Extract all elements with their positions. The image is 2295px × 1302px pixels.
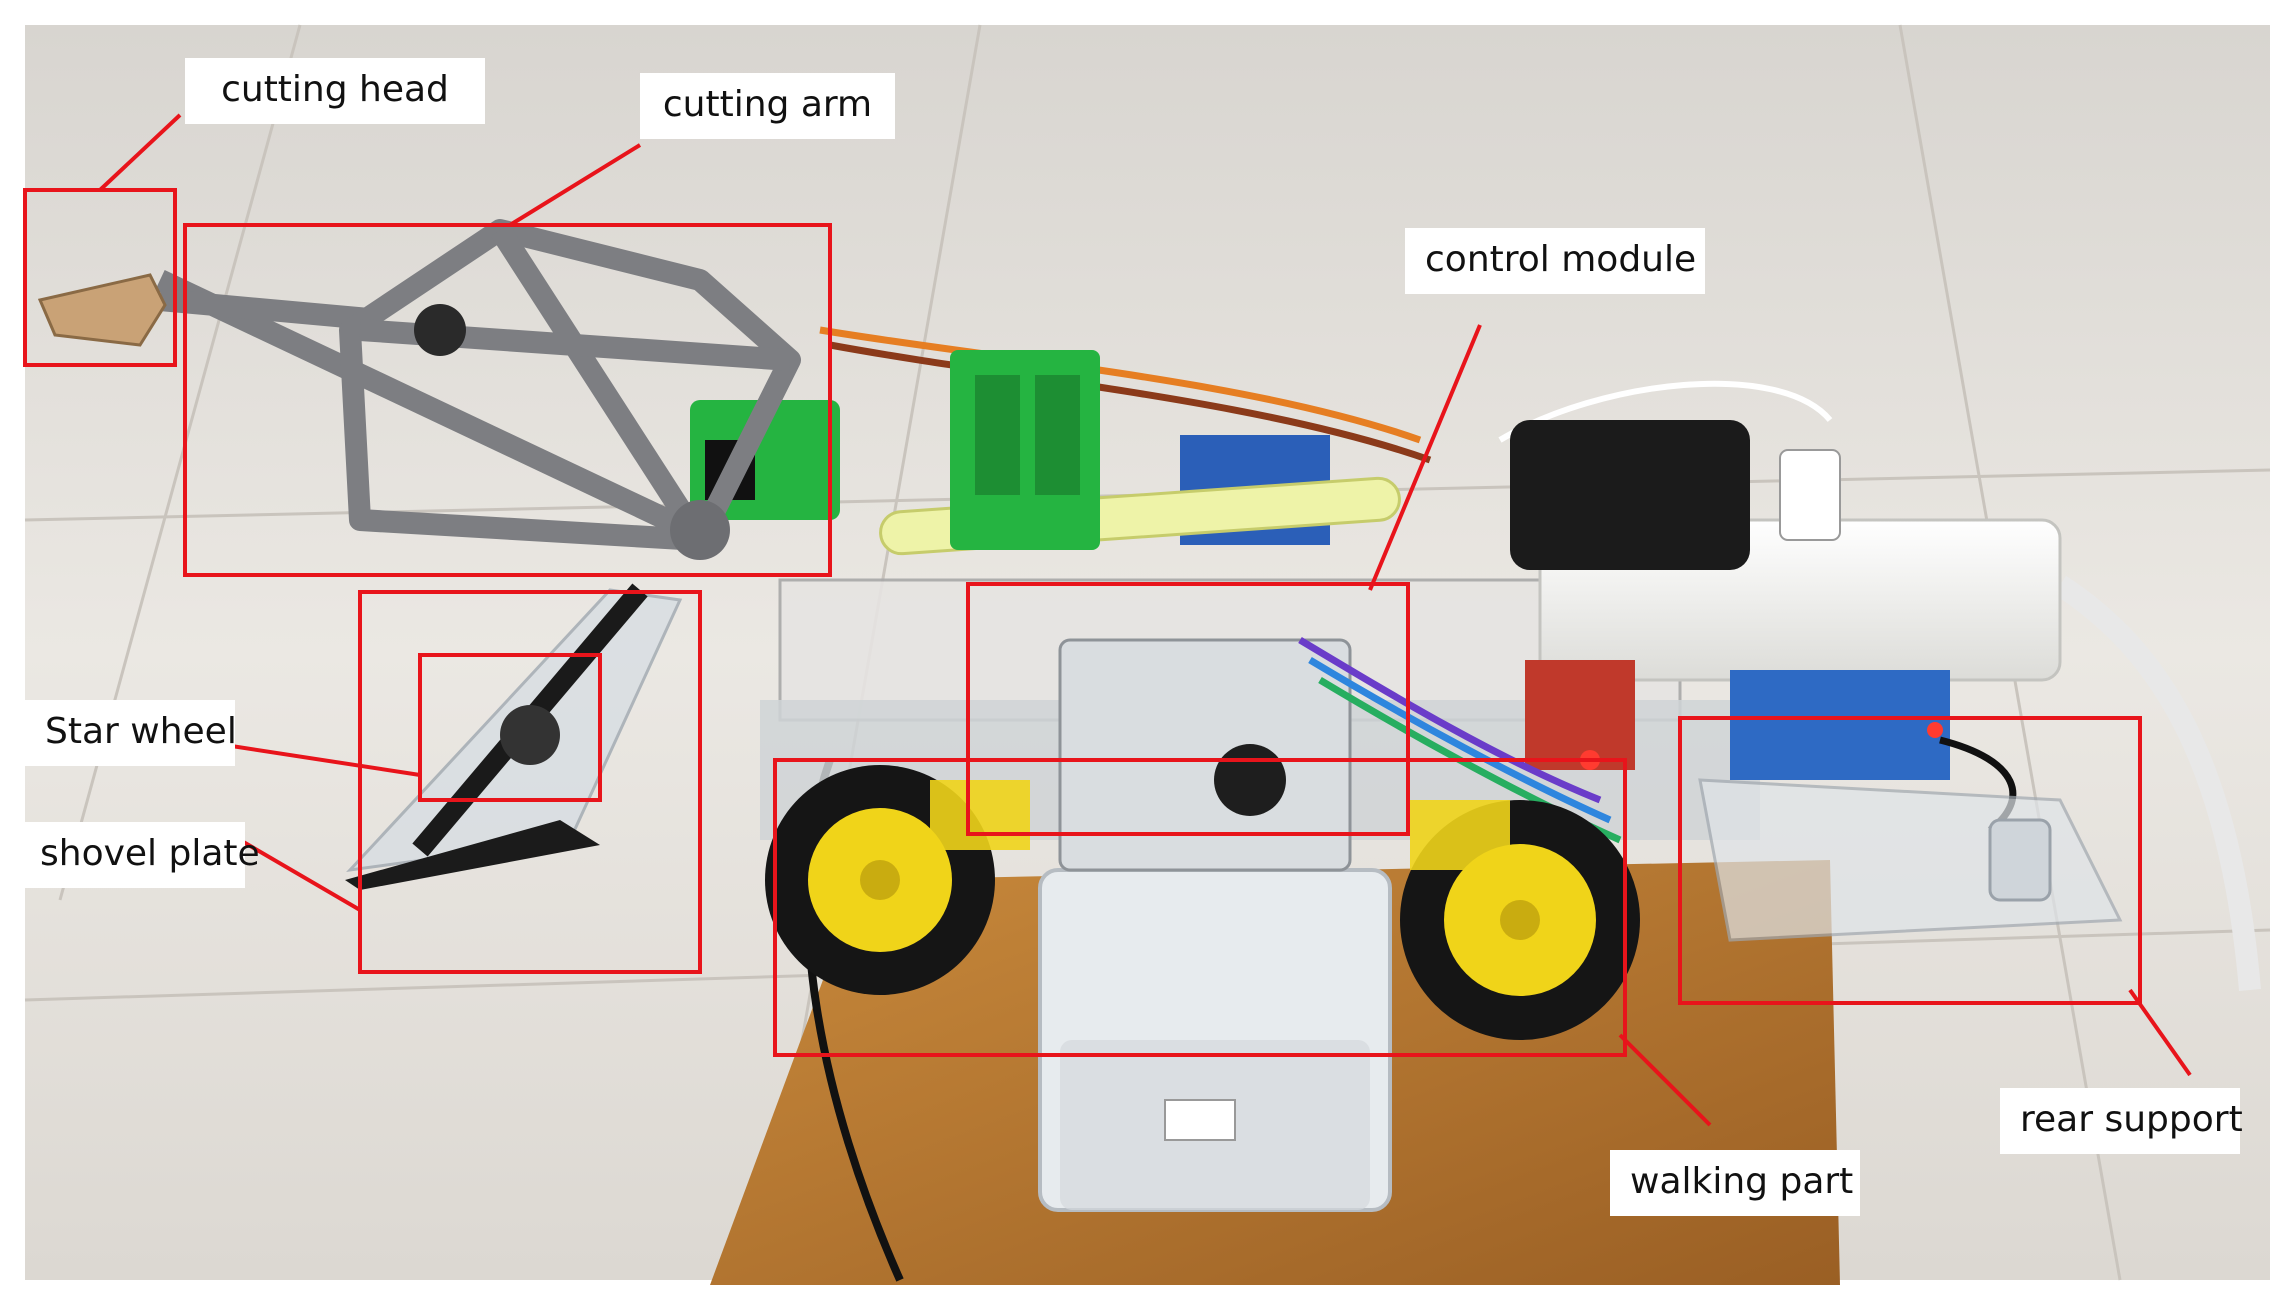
motor [930, 780, 1030, 850]
rear-support-label: rear support [2000, 1088, 2243, 1154]
cutting-arm-label: cutting arm [640, 73, 895, 139]
leader-lines [98, 113, 2192, 1127]
colored-wires [819, 326, 2017, 844]
control-module-label: control module [1405, 228, 1705, 294]
control-module-box [966, 582, 1410, 836]
walking-part-box [773, 758, 1627, 1057]
cutting-head-blade [37, 273, 167, 347]
plastic-box [1038, 868, 1392, 1212]
star-wheel-label: Star wheel [25, 700, 237, 766]
rear-support-bracket [1698, 778, 2123, 942]
annotation-boxes [23, 188, 2142, 1057]
power-strip [1510, 420, 2062, 682]
shovel-plate-label: shovel plate [20, 822, 260, 888]
arm-pivot [670, 500, 730, 560]
star-wheel-box [418, 653, 602, 802]
rear-support-box [1678, 716, 2142, 1005]
shovel-plate-box [358, 590, 702, 974]
cutting-arm-box [183, 223, 832, 577]
walking-part-label: walking part [1610, 1150, 1860, 1216]
cutting-head-label: cutting head [185, 58, 485, 124]
white-power-cable [2054, 575, 2261, 991]
